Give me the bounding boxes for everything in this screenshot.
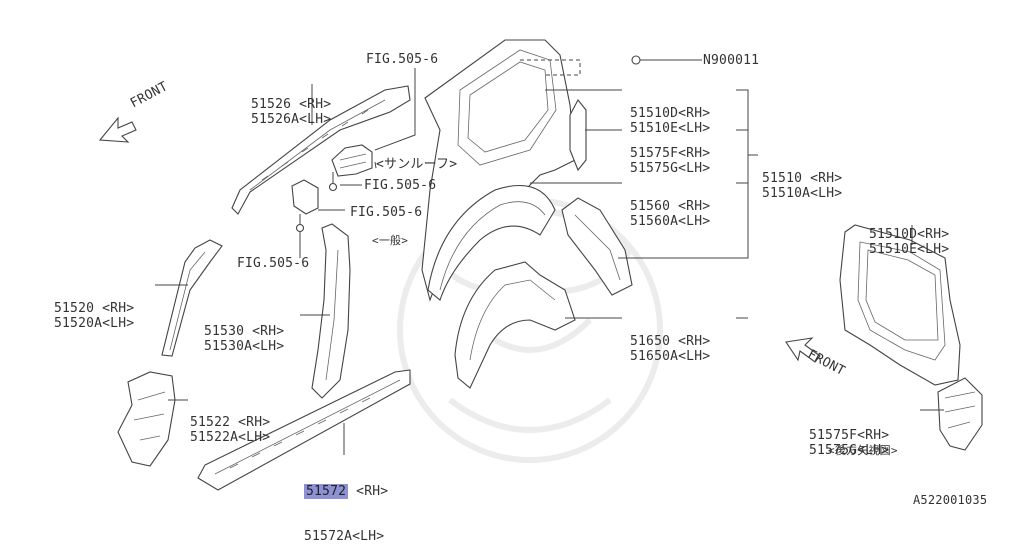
label-51572: 51572 <RH> 51572A<LH> [304,484,389,544]
label-fig505-mid1[interactable]: FIG.505-6 [364,178,437,193]
label-51522: 51522 <RH>51522A<LH> [190,415,271,445]
part-51575F-bracket[interactable] [569,99,587,172]
clip-N900011[interactable] [631,55,702,65]
label-51526: 51526 <RH>51526A<LH> [251,97,332,127]
part-51650-inner-housing[interactable] [454,261,576,389]
part-51520-front-pillar[interactable] [161,239,223,357]
label-fig505-top[interactable]: FIG.505-6 [366,52,439,67]
label-fig505-low[interactable]: FIG.505-6 [237,256,310,271]
part-rear-inner-panel[interactable] [561,197,633,296]
label-fig505-mid2[interactable]: FIG.505-6 [350,205,423,220]
part-51526-roof-rail[interactable] [231,85,411,215]
leader-lines [155,68,758,455]
part-51575F-view-bracket[interactable] [920,377,983,451]
part-51560-wheel-housing[interactable] [427,185,556,301]
front-arrow-icon-2 [785,337,821,363]
label-51510D: 51510D<RH>51510E<LH> [630,106,711,136]
front-arrow-icon [98,116,137,143]
highlighted-part-number[interactable]: 51572 [304,484,349,499]
label-general: <一般> [372,234,409,247]
label-51575F: 51575F<RH>51575G<LH> [630,146,711,176]
diagram-id: A522001035 [913,493,988,507]
label-51530: 51530 <RH>51530A<LH> [204,324,285,354]
label-N900011: N900011 [703,53,760,68]
rear-view-panel[interactable] [839,224,961,386]
part-general-bracket[interactable] [291,179,319,215]
part-sunroof-bracket[interactable] [331,144,373,177]
part-51530-center-pillar[interactable] [311,223,351,399]
label-51650: 51650 <RH>51650A<LH> [630,334,711,364]
part-51522-lower-pillar[interactable] [117,371,176,467]
label-rear-view: <後方矢視図> [828,444,898,457]
label-51510: 51510 <RH>51510A<LH> [762,171,843,201]
label-51560: 51560 <RH>51560A<LH> [630,199,711,229]
parts-diagram [98,39,983,491]
label-sunroof: <サンルーフ> [376,157,458,172]
label-51520: 51520 <RH>51520A<LH> [54,301,135,331]
label-51510D-view: 51510D<RH>51510E<LH> [869,227,950,257]
label-51575F-view: 51575F<RH>51575G<LH> [809,428,890,458]
part-51572-side-sill[interactable] [197,369,411,491]
bolt-icon [295,172,338,233]
